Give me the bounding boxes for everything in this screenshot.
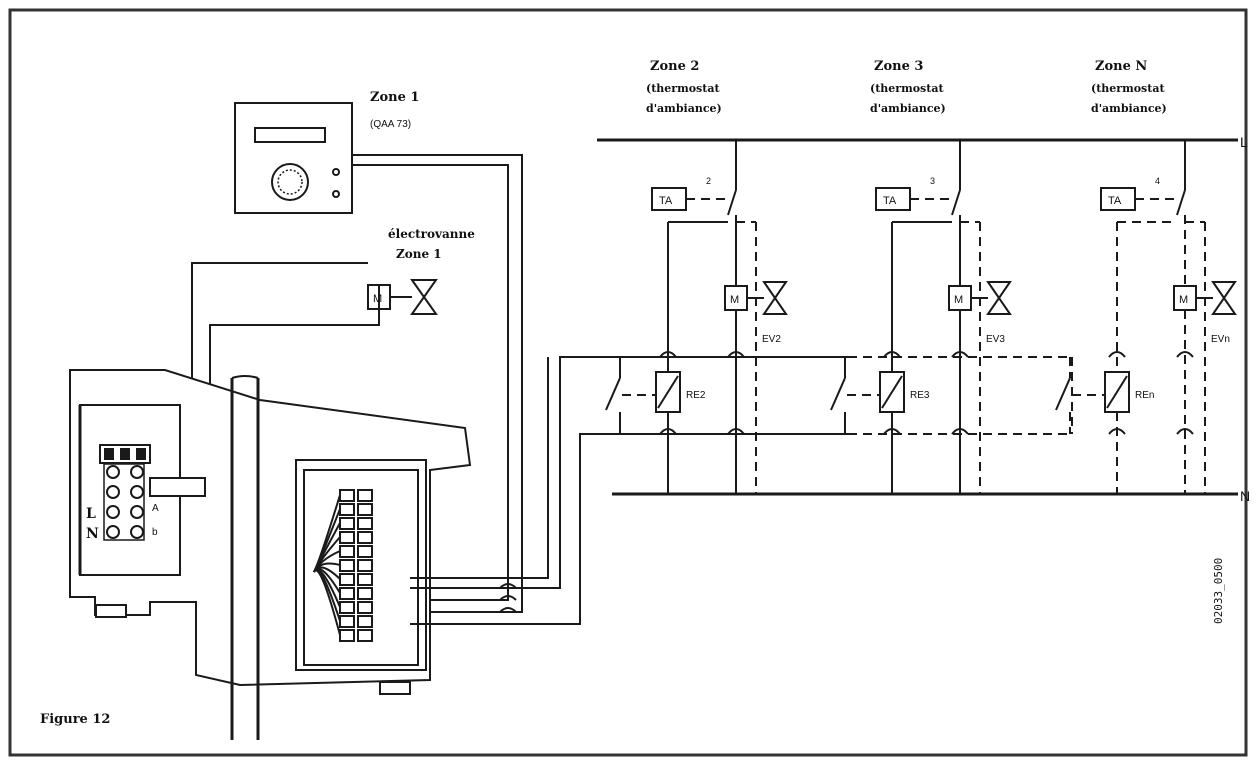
valve-symbol bbox=[1211, 281, 1237, 315]
bus-label-l: L bbox=[1240, 134, 1248, 150]
electrovanne-line2: Zone 1 bbox=[396, 247, 442, 261]
switch-number: 2 bbox=[706, 176, 711, 186]
terminal-slot bbox=[339, 559, 355, 572]
terminal-slot bbox=[357, 559, 373, 572]
terminal-slot bbox=[357, 489, 373, 502]
terminal-slot bbox=[339, 489, 355, 502]
terminal-slot bbox=[339, 629, 355, 642]
valve-motor-label: M bbox=[954, 294, 963, 306]
valve-label: EVn bbox=[1211, 334, 1230, 345]
thermostat-switch bbox=[951, 189, 961, 216]
zone-title: Zone N bbox=[1095, 59, 1147, 74]
zone1-title: Zone 1 bbox=[370, 90, 419, 105]
terminal-label-n: N bbox=[86, 526, 99, 542]
terminal-label-a: A bbox=[152, 503, 159, 514]
zone-subtitle: (thermostat bbox=[870, 82, 944, 95]
terminal-label-b: b bbox=[152, 527, 158, 538]
switch-number: 3 bbox=[930, 176, 935, 186]
valve-motor-label: M bbox=[730, 294, 739, 306]
zone-subtitle: (thermostat bbox=[646, 82, 720, 95]
relay-contact bbox=[605, 377, 621, 411]
relay-label: REn bbox=[1135, 390, 1154, 401]
relay-contact bbox=[830, 377, 846, 411]
terminal-slot bbox=[339, 503, 355, 516]
boiler-body bbox=[69, 369, 472, 740]
terminal-slot bbox=[357, 587, 373, 600]
zone-title: Zone 2 bbox=[650, 59, 699, 74]
relay-label: RE3 bbox=[910, 390, 930, 401]
terminal-slot bbox=[339, 517, 355, 530]
terminal-slot bbox=[357, 573, 373, 586]
electrovanne-line1: électrovanne bbox=[388, 227, 475, 241]
thermostat-switch bbox=[727, 189, 737, 216]
electrovanne-valve-symbol bbox=[410, 279, 438, 315]
zone-subtitle: d'ambiance) bbox=[870, 102, 946, 115]
figure-label: Figure 12 bbox=[40, 712, 110, 727]
terminal-slot bbox=[339, 615, 355, 628]
relay-label: RE2 bbox=[686, 390, 706, 401]
terminal-slot bbox=[357, 531, 373, 544]
thermostat-label: TA bbox=[883, 195, 897, 207]
terminal-slot bbox=[357, 601, 373, 614]
valve-label: EV3 bbox=[986, 334, 1005, 345]
terminal-label-l: L bbox=[86, 506, 96, 522]
terminal-slot bbox=[339, 573, 355, 586]
switch-number: 4 bbox=[1155, 176, 1160, 186]
relay-contact bbox=[1055, 377, 1071, 411]
reference-code: 02033_0500 bbox=[1212, 558, 1225, 624]
terminal-slot bbox=[339, 545, 355, 558]
terminal-slot bbox=[357, 545, 373, 558]
terminal-slot bbox=[339, 587, 355, 600]
terminal-slot bbox=[357, 615, 373, 628]
terminal-slot bbox=[357, 503, 373, 516]
valve-motor-label: M bbox=[1179, 294, 1188, 306]
thermostat-label: TA bbox=[1108, 195, 1122, 207]
zone-title: Zone 3 bbox=[874, 59, 923, 74]
diagram-frame bbox=[8, 8, 1248, 757]
valve-symbol bbox=[986, 281, 1012, 315]
bus-label-n: N bbox=[1240, 488, 1250, 504]
zone-subtitle: d'ambiance) bbox=[1091, 102, 1167, 115]
terminal-slot bbox=[339, 531, 355, 544]
internal-wire bbox=[313, 569, 341, 636]
electrovanne-motor-label: M bbox=[373, 293, 382, 305]
terminal-slot bbox=[357, 517, 373, 530]
terminal-slot bbox=[357, 629, 373, 642]
zone1-room-unit bbox=[234, 102, 353, 214]
control-terminal-strip bbox=[295, 459, 427, 671]
zone1-model: (QAA 73) bbox=[370, 119, 411, 130]
room-unit-display bbox=[254, 127, 326, 143]
valve-label: EV2 bbox=[762, 334, 781, 345]
power-terminal-block bbox=[99, 444, 206, 541]
thermostat-switch bbox=[1176, 189, 1186, 216]
terminal-slot bbox=[339, 601, 355, 614]
valve-symbol bbox=[762, 281, 788, 315]
zone-subtitle: (thermostat bbox=[1091, 82, 1165, 95]
thermostat-label: TA bbox=[659, 195, 673, 207]
zone-subtitle: d'ambiance) bbox=[646, 102, 722, 115]
